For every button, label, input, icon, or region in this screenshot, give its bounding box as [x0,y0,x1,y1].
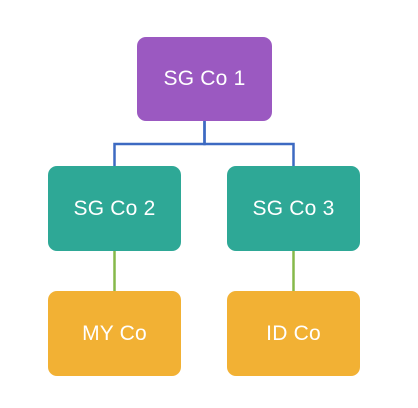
node-label: MY Co [82,321,147,345]
connector-sg1-sg2 [113,121,206,166]
node-label: ID Co [266,321,321,345]
node-my-co: MY Co [48,291,181,376]
node-id-co: ID Co [227,291,360,376]
node-sg-co-1: SG Co 1 [137,37,272,121]
node-sg-co-2: SG Co 2 [48,166,181,251]
connector-sg1-sg3 [203,121,295,166]
node-label: SG Co 3 [252,196,335,220]
node-label: SG Co 1 [163,67,246,90]
node-sg-co-3: SG Co 3 [227,166,360,251]
node-label: SG Co 2 [73,196,156,220]
